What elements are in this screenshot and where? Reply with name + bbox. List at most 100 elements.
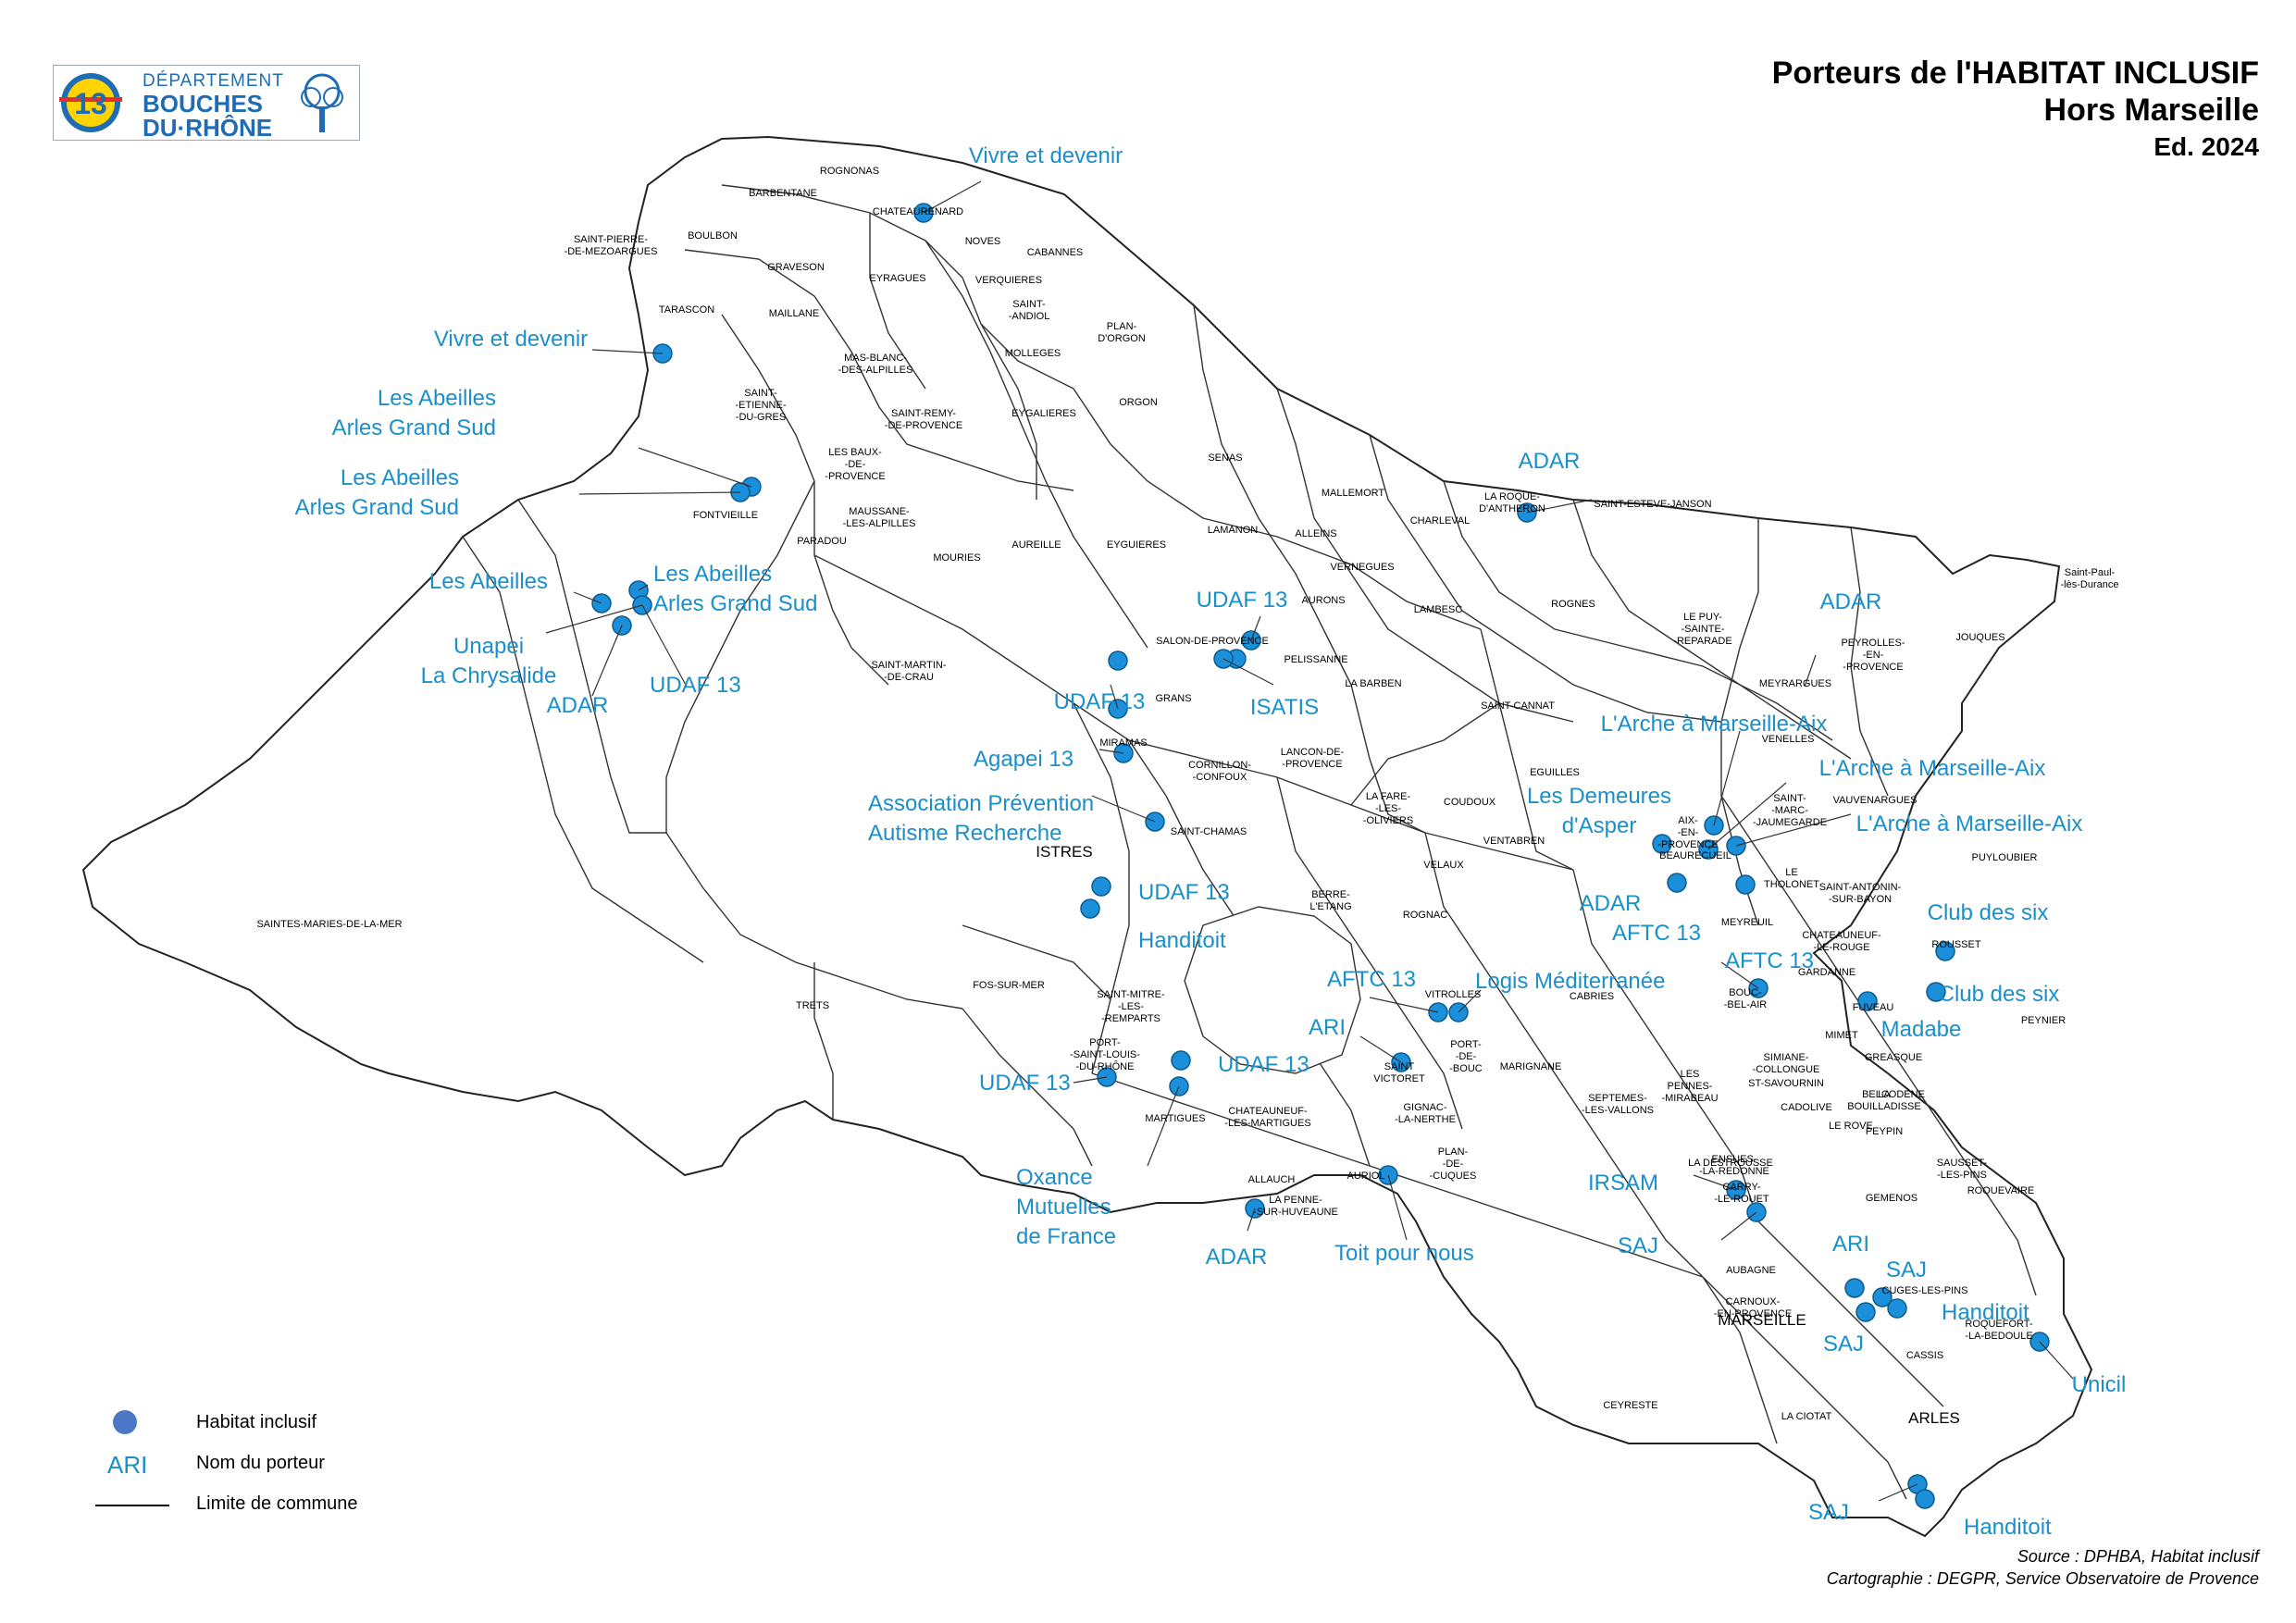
commune-label: GARDANNE <box>1798 967 1855 978</box>
commune-label: LA CIOTAT <box>1781 1411 1832 1422</box>
commune-label: TARASCON <box>659 304 714 316</box>
commune-label: MIMET <box>1825 1030 1858 1041</box>
commune-label: EYGUIERES <box>1107 539 1166 551</box>
commune-label: GRAVESON <box>767 262 825 273</box>
leader-line <box>638 447 752 488</box>
porteur-label: Logis Méditerranée <box>1475 969 1665 994</box>
commune-label: ENSUES--LA-REDONNE <box>1699 1154 1769 1177</box>
commune-label: MOLLEGES <box>1005 348 1061 359</box>
commune-label: PELISSANNE <box>1284 654 1347 665</box>
commune-label: MAS-BLANC--DES-ALPILLES <box>838 353 913 376</box>
cartography-line: Cartographie : DEGPR, Service Observatoi… <box>1826 1569 2259 1588</box>
leader-line <box>1707 782 1787 850</box>
map-title: Porteurs de l'HABITAT INCLUSIF <box>1771 56 2259 91</box>
leader-line <box>1387 1174 1408 1241</box>
commune-label: CUGES-LES-PINS <box>1882 1285 1968 1296</box>
commune-label: CHATEAURENARD <box>873 206 963 217</box>
habitat-inclusif-marker <box>1935 941 1955 961</box>
commune-label: LANCON-DE--PROVENCE <box>1281 747 1345 770</box>
commune-label: ORGON <box>1119 397 1158 408</box>
commune-label: AURIOL <box>1347 1171 1385 1182</box>
commune-label: FUVEAU <box>1853 1002 1894 1013</box>
leader-line <box>591 349 664 354</box>
commune-label: AUREILLE <box>1011 539 1061 551</box>
porteur-label: L'Arche à Marseille-Aix <box>1601 712 1828 737</box>
commune-label: MEYREUIL <box>1721 917 1773 928</box>
leader-line <box>923 180 982 214</box>
leader-lines <box>545 180 2074 1502</box>
commune-label: SAINT-CANNAT <box>1481 700 1555 712</box>
commune-label: SAUSSET--LES-PINS <box>1937 1158 1988 1181</box>
commune-label: LE PUY--SAINTE--REPARADE <box>1673 612 1731 647</box>
commune-label: ALLEINS <box>1295 528 1336 539</box>
porteur-label: SAJ <box>1618 1233 1658 1258</box>
porteur-label: Unicil <box>2072 1372 2127 1397</box>
porteur-label: ARI <box>1309 1015 1346 1040</box>
leader-line <box>1693 1174 1737 1191</box>
commune-label: PEYROLLES--EN--PROVENCE <box>1841 638 1905 673</box>
departement-13-emblem: 13 <box>59 73 122 132</box>
leader-line <box>1091 795 1156 823</box>
commune-label: MALLEMORT <box>1322 488 1385 499</box>
commune-label: SEPTEMES--LES-VALLONS <box>1582 1093 1654 1116</box>
porteur-label: ADAR <box>547 693 609 718</box>
habitat-inclusif-marker <box>1926 982 1946 1002</box>
commune-label: MEYRARGUES <box>1759 678 1831 689</box>
porteur-label: SAJ <box>1808 1500 1849 1525</box>
porteur-label: Agapei 13 <box>974 747 1074 772</box>
porteur-label: UDAF 13 <box>1197 588 1288 613</box>
commune-label: LA BARBEN <box>1345 678 1401 689</box>
commune-boundaries <box>462 184 2037 1500</box>
commune-label: FONTVIEILLE <box>693 510 758 521</box>
commune-label: SAINT--MARC--JAUMEGARDE <box>1753 793 1827 828</box>
commune-label: MOURIES <box>933 552 980 564</box>
legend-porteur-label: Nom du porteur <box>196 1453 325 1473</box>
habitat-inclusif-marker <box>1091 876 1111 897</box>
commune-label: GEMENOS <box>1866 1193 1917 1204</box>
porteur-label: Vivre et devenir <box>969 143 1123 168</box>
commune-label: LA ROQUE-D'ANTHERON <box>1479 491 1545 514</box>
habitat-inclusif-marker <box>1735 874 1756 895</box>
porteur-label: AFTC 13 <box>1725 948 1814 973</box>
porteur-label: L'Arche à Marseille-Aix <box>1856 812 2083 836</box>
porteur-label: ADAR <box>1206 1245 1268 1270</box>
commune-label: ROGNES <box>1551 599 1595 610</box>
logo-department: DÉPARTEMENT <box>143 71 284 91</box>
habitat-inclusif-marker <box>1857 991 1878 1011</box>
commune-label: ROGNONAS <box>820 166 879 177</box>
commune-label: SAINT-REMY--DE-PROVENCE <box>885 408 962 431</box>
leader-line <box>1458 989 1482 1013</box>
leader-line <box>638 584 649 591</box>
porteur-label: Vivre et devenir <box>434 327 588 352</box>
leader-line <box>1713 730 1741 826</box>
leader-line <box>1147 1085 1180 1167</box>
commune-label: EYGALIERES <box>1011 408 1076 419</box>
logo-name-line1: BOUCHES <box>143 90 264 118</box>
map-edition: Ed. 2024 <box>2153 132 2259 161</box>
commune-label: SAINT--ANDIOL <box>1009 299 1050 322</box>
commune-label: SAINT-CHAMAS <box>1171 826 1247 837</box>
leader-line <box>1720 961 1759 989</box>
commune-label: BOUC--BEL-AIR <box>1724 987 1768 1010</box>
leader-line <box>1526 499 1593 514</box>
commune-label: CABRIES <box>1570 991 1614 1002</box>
commune-label: BARBENTANE <box>749 188 817 199</box>
legend-habitat-label: Habitat inclusif <box>196 1412 317 1432</box>
leader-line <box>1878 1483 1918 1502</box>
commune-label: VERQUIERES <box>975 275 1042 286</box>
commune-label: ROGNAC <box>1403 910 1447 921</box>
leader-line <box>573 591 602 604</box>
commune-label: VITROLLES <box>1425 989 1482 1000</box>
leader-line <box>2039 1341 2074 1380</box>
logo-name-line2: DU·RHÔNE <box>143 114 273 142</box>
commune-label: AURONS <box>1301 595 1345 606</box>
commune-label: EYRAGUES <box>869 273 925 284</box>
leader-line <box>1110 684 1119 710</box>
commune-label: PLAN-D'ORGON <box>1098 321 1146 344</box>
commune-label: ARLES <box>1908 1409 1960 1427</box>
commune-labels: ROGNONASBARBENTANECHATEAURENARDSAINT-PIE… <box>256 166 2118 1427</box>
